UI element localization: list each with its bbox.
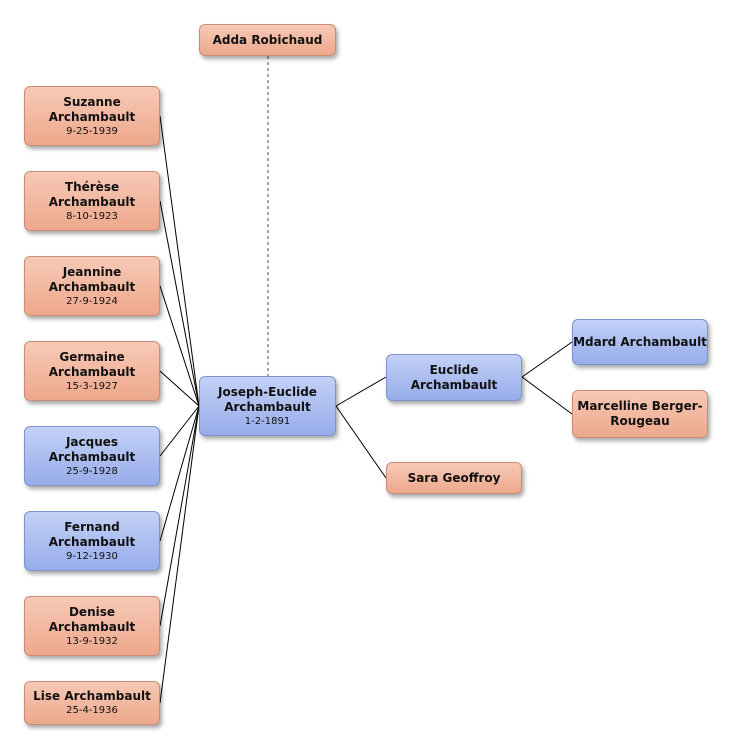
person-name: Thérèse Archambault [48, 179, 136, 209]
parent-connector [521, 341, 573, 378]
person-name: Sara Geoffroy [407, 470, 501, 485]
child-connector [159, 405, 200, 457]
child-connector [159, 285, 200, 407]
child-connector [159, 370, 200, 407]
child-connector [159, 115, 200, 407]
child-connector [159, 405, 200, 704]
person-name: Jacques Archambault [48, 434, 136, 464]
person-name: Marcelline Berger-Rougeau [577, 399, 703, 428]
parent-connector [521, 376, 573, 415]
person-birth-date: 8-10-1923 [66, 210, 118, 222]
person-name: Joseph-Euclide Archambault [218, 384, 317, 414]
person-birth-date: 25-9-1928 [66, 465, 118, 477]
person-fernand-archambault[interactable]: Fernand Archambault 9-12-1930 [24, 511, 160, 571]
person-germaine-archambault[interactable]: Germaine Archambault 15-3-1927 [24, 341, 160, 401]
person-name: Adda Robichaud [212, 32, 323, 47]
person-birth-date: 1-2-1891 [244, 415, 291, 427]
person-suzanne-archambault[interactable]: Suzanne Archambault 9-25-1939 [24, 86, 160, 146]
person-joseph-euclide-archambault[interactable]: Joseph-Euclide Archambault 1-2-1891 [199, 376, 336, 436]
child-connector [159, 405, 200, 627]
person-name: Lise Archambault [33, 689, 151, 703]
person-birth-date: 9-25-1939 [66, 125, 118, 137]
person-birth-date: 13-9-1932 [66, 635, 118, 647]
person-name: Fernand Archambault [48, 519, 136, 549]
person-lise-archambault[interactable]: Lise Archambault 25-4-1936 [24, 681, 160, 725]
person-sara-geoffroy[interactable]: Sara Geoffroy [386, 462, 522, 494]
person-name: Jeannine Archambault [48, 264, 136, 294]
person-birth-date: 25-4-1936 [66, 705, 118, 716]
person-birth-date: 15-3-1927 [66, 380, 118, 392]
person-name: Euclide Archambault [410, 362, 498, 392]
person-therese-archambault[interactable]: Thérèse Archambault 8-10-1923 [24, 171, 160, 231]
person-birth-date: 9-12-1930 [66, 550, 118, 562]
parent-connector [335, 405, 387, 479]
person-jacques-archambault[interactable]: Jacques Archambault 25-9-1928 [24, 426, 160, 486]
person-euclide-archambault[interactable]: Euclide Archambault [386, 354, 522, 401]
person-birth-date: 27-9-1924 [66, 295, 118, 307]
person-name: Germaine Archambault [48, 349, 136, 379]
child-connector [159, 200, 200, 407]
person-jeannine-archambault[interactable]: Jeannine Archambault 27-9-1924 [24, 256, 160, 316]
person-name: Denise Archambault [48, 604, 136, 634]
person-adda-robichaud[interactable]: Adda Robichaud [199, 24, 336, 56]
person-denise-archambault[interactable]: Denise Archambault 13-9-1932 [24, 596, 160, 656]
person-mdard-archambault[interactable]: Mdard Archambault [572, 319, 708, 365]
person-marcelline-berger-rougeau[interactable]: Marcelline Berger-Rougeau [572, 390, 708, 438]
child-connector [159, 405, 200, 542]
parent-connector [335, 376, 387, 407]
person-name: Suzanne Archambault [48, 94, 136, 124]
person-name: Mdard Archambault [573, 334, 707, 349]
